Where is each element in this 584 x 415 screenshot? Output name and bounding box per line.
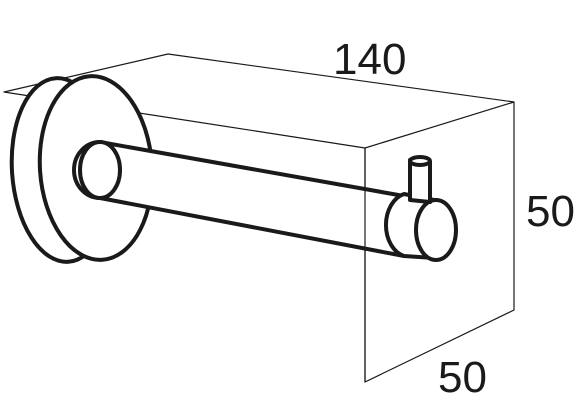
- dimension-width-label: 140: [333, 35, 406, 84]
- knob-pin-top: [408, 155, 432, 167]
- dimension-height-label: 50: [526, 187, 575, 236]
- bar-end-cap: [78, 140, 122, 200]
- dimension-depth-label: 50: [438, 353, 487, 402]
- holder-bar: [72, 140, 406, 258]
- end-knob: [383, 155, 458, 262]
- knob-face: [414, 198, 458, 262]
